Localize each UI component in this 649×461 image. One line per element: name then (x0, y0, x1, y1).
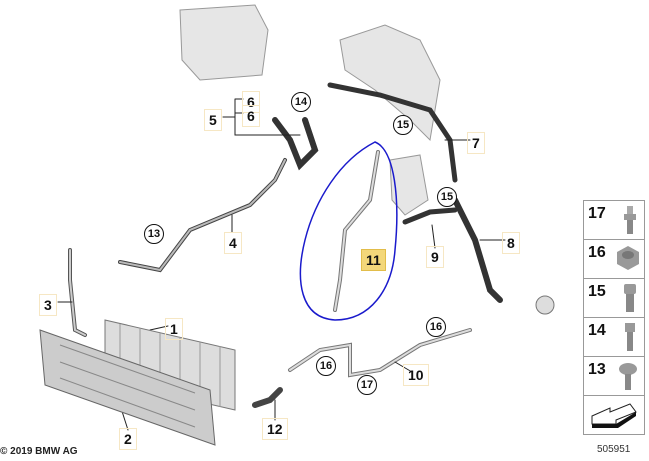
callout-1[interactable]: 1 (165, 318, 183, 340)
selection-outline (299, 141, 398, 321)
fastener-legend: 17 16 15 14 13 (583, 200, 645, 435)
hex-bolt-icon (625, 323, 635, 351)
callout-6[interactable]: 6 (242, 105, 260, 127)
callout-10[interactable]: 10 (403, 364, 429, 386)
radiator-frame (39, 329, 216, 446)
socket-screw-icon (624, 284, 636, 312)
callout-2[interactable]: 2 (119, 428, 137, 450)
circled-callout-15[interactable]: 15 (393, 115, 413, 135)
callout-6[interactable]: 6 (242, 91, 260, 113)
circled-callout-13[interactable]: 13 (144, 224, 164, 244)
callout-3[interactable]: 3 (39, 294, 57, 316)
expansion-tank (389, 154, 429, 216)
stud-bolt-icon (624, 206, 636, 234)
hose-12 (252, 387, 283, 408)
legend-direction (584, 396, 644, 434)
diagram-code: 505951 (597, 444, 631, 455)
callout-11[interactable]: 11 (361, 249, 386, 271)
hose-9 (402, 207, 458, 225)
hex-nut-icon (617, 246, 639, 270)
legend-item-16[interactable]: 16 (584, 240, 644, 279)
callout-5[interactable]: 5 (204, 109, 222, 131)
hose-4 (118, 158, 287, 273)
valve (535, 295, 555, 315)
legend-item-17[interactable]: 17 (584, 201, 644, 240)
circled-callout-16[interactable]: 16 (316, 356, 336, 376)
legend-number: 17 (588, 205, 606, 222)
torx-screw-icon (619, 363, 637, 390)
legend-number: 15 (588, 283, 606, 300)
hose-8 (452, 197, 503, 303)
circled-callout-17[interactable]: 17 (357, 375, 377, 395)
front-arrow-icon (591, 403, 637, 428)
electronics-box (179, 4, 269, 81)
callout-7[interactable]: 7 (467, 132, 485, 154)
circled-callout-14[interactable]: 14 (291, 92, 311, 112)
legend-item-13[interactable]: 13 (584, 357, 644, 396)
hose-11 (333, 150, 380, 312)
hose-5 (272, 117, 319, 171)
legend-number: 13 (588, 361, 606, 378)
circled-callout-16[interactable]: 16 (426, 317, 446, 337)
legend-number: 16 (588, 244, 606, 261)
legend-item-14[interactable]: 14 (584, 318, 644, 357)
legend-item-15[interactable]: 15 (584, 279, 644, 318)
callout-4[interactable]: 4 (224, 232, 242, 254)
hose-7 (327, 82, 458, 183)
callout-8[interactable]: 8 (502, 232, 520, 254)
circled-callout-15[interactable]: 15 (437, 187, 457, 207)
legend-number: 14 (588, 322, 606, 339)
callout-12[interactable]: 12 (262, 418, 288, 440)
copyright: © 2019 BMW AG (0, 446, 78, 457)
pump-housing (339, 24, 441, 142)
callout-9[interactable]: 9 (426, 246, 444, 268)
